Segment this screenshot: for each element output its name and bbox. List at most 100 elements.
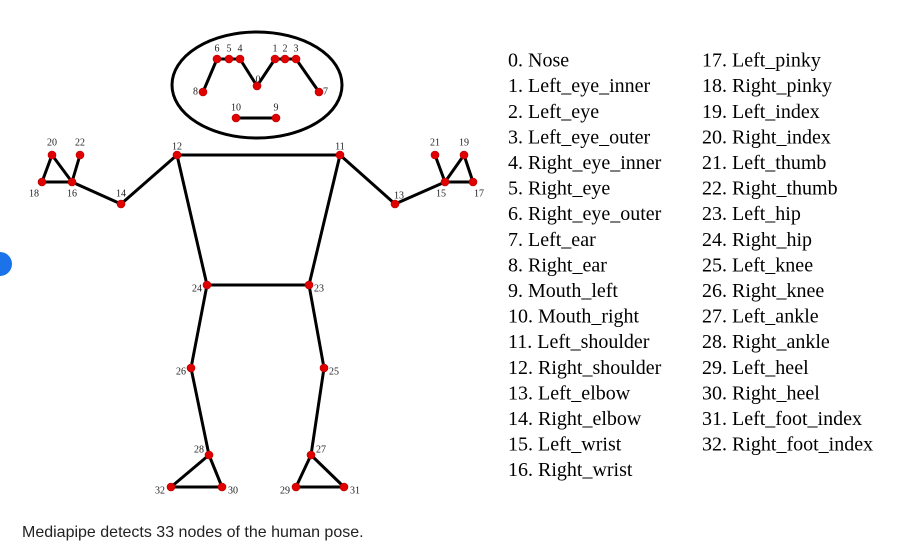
legend-item-14: 14. Right_elbow <box>508 408 642 430</box>
bone-11-13 <box>338 153 397 206</box>
node-label-11: 11 <box>335 141 345 152</box>
bone-6-8 <box>201 57 219 94</box>
joint-8 <box>198 87 208 97</box>
joint-15 <box>440 177 450 187</box>
node-label-7: 7 <box>323 86 328 97</box>
joint-0 <box>252 81 262 91</box>
legend-item-22: 22. Right_thumb <box>702 178 838 200</box>
legend-item-30: 30. Right_heel <box>702 382 820 404</box>
legend-item-20: 20. Right_index <box>702 126 831 148</box>
bone-12-14 <box>119 153 179 206</box>
node-label-20: 20 <box>47 137 57 148</box>
joint-24 <box>202 280 212 290</box>
node-label-14: 14 <box>116 188 126 199</box>
joint-32 <box>166 482 176 492</box>
joint-31 <box>339 482 349 492</box>
bone-0-1 <box>255 57 277 88</box>
node-label-19: 19 <box>459 137 469 148</box>
node-label-23: 23 <box>314 283 324 294</box>
node-label-13: 13 <box>394 190 404 201</box>
node-label-30: 30 <box>228 485 238 496</box>
node-label-3: 3 <box>294 43 299 54</box>
joint-28 <box>204 450 214 460</box>
joint-9 <box>271 113 281 123</box>
legend-item-15: 15. Left_wrist <box>508 434 622 456</box>
node-label-0: 0 <box>256 74 261 85</box>
bone-26-28 <box>189 366 211 457</box>
joint-18 <box>37 177 47 187</box>
legend-item-24: 24. Right_hip <box>702 229 812 251</box>
joint-1 <box>270 54 280 64</box>
joint-2 <box>280 54 290 64</box>
bone-25-27 <box>309 366 326 457</box>
legend-item-7: 7. Left_ear <box>508 229 596 251</box>
legend-item-6: 6. Right_eye_outer <box>508 203 662 225</box>
node-label-5: 5 <box>227 43 232 54</box>
legend-item-0: 0. Nose <box>508 50 569 72</box>
node-label-17: 17 <box>474 188 484 199</box>
legend-item-2: 2. Left_eye <box>508 101 599 123</box>
bone-24-26 <box>189 283 209 370</box>
legend-item-26: 26. Right_knee <box>702 280 824 302</box>
legend-item-10: 10. Mouth_right <box>508 306 640 328</box>
bone-17-19 <box>462 153 475 184</box>
legend-item-16: 16. Right_wrist <box>508 459 633 481</box>
node-label-12: 12 <box>172 141 182 152</box>
bone-14-16 <box>70 180 123 206</box>
legend-item-23: 23. Left_hip <box>702 203 801 225</box>
legend-item-19: 19. Left_index <box>702 101 820 123</box>
bone-11-23 <box>307 153 342 287</box>
node-label-32: 32 <box>155 485 165 496</box>
node-label-22: 22 <box>75 137 85 148</box>
joint-3 <box>291 54 301 64</box>
node-label-18: 18 <box>29 188 39 199</box>
joint-6 <box>212 54 222 64</box>
bone-27-31 <box>309 453 346 489</box>
joint-23 <box>304 280 314 290</box>
bone-3-7 <box>294 57 321 94</box>
legend-item-4: 4. Right_eye_inner <box>508 152 662 174</box>
landmark-legend: 0. Nose 1. Left_eye_inner 2. Left_eye 3. Le… <box>508 50 873 482</box>
legend-item-32: 32. Right_foot_index <box>702 434 873 456</box>
bone-23-25 <box>307 283 326 370</box>
legend-item-12: 12. Right_shoulder <box>508 357 662 379</box>
figure-caption: Mediapipe detects 33 nodes of the human … <box>22 524 364 541</box>
joint-26 <box>186 363 196 373</box>
joint-4 <box>235 54 245 64</box>
legend-item-17: 17. Left_pinky <box>702 50 821 72</box>
bone-16-22 <box>70 153 82 184</box>
joint-20 <box>47 150 57 160</box>
legend-item-21: 21. Left_thumb <box>702 152 826 174</box>
bone-18-20 <box>40 153 54 184</box>
bone-28-32 <box>169 453 211 489</box>
legend-item-29: 29. Left_heel <box>702 357 809 379</box>
bone-28-30 <box>207 453 224 489</box>
joint-11 <box>335 150 345 160</box>
bone-4-0 <box>238 57 259 88</box>
joint-17 <box>468 177 478 187</box>
node-label-21: 21 <box>430 137 440 148</box>
legend-item-28: 28. Right_ankle <box>702 331 830 353</box>
joint-12 <box>172 150 182 160</box>
joint-27 <box>306 450 316 460</box>
bone-13-15 <box>393 180 447 206</box>
joint-29 <box>291 482 301 492</box>
legend-item-1: 1. Left_eye_inner <box>508 75 650 97</box>
legend-item-9: 9. Mouth_left <box>508 280 618 302</box>
node-label-9: 9 <box>274 102 279 113</box>
legend-item-18: 18. Right_pinky <box>702 75 832 97</box>
node-label-27: 27 <box>316 444 326 455</box>
legend-item-25: 25. Left_knee <box>702 254 813 276</box>
bone-12-24 <box>175 153 209 287</box>
node-label-1: 1 <box>273 43 278 54</box>
bone-16-20 <box>50 153 74 184</box>
joint-16 <box>67 177 77 187</box>
joint-13 <box>390 199 400 209</box>
legend-item-8: 8. Right_ear <box>508 254 607 276</box>
node-label-15: 15 <box>436 188 446 199</box>
joint-14 <box>116 199 126 209</box>
node-label-16: 16 <box>67 188 77 199</box>
node-label-26: 26 <box>176 366 186 377</box>
legend-item-3: 3. Left_eye_outer <box>508 126 650 148</box>
